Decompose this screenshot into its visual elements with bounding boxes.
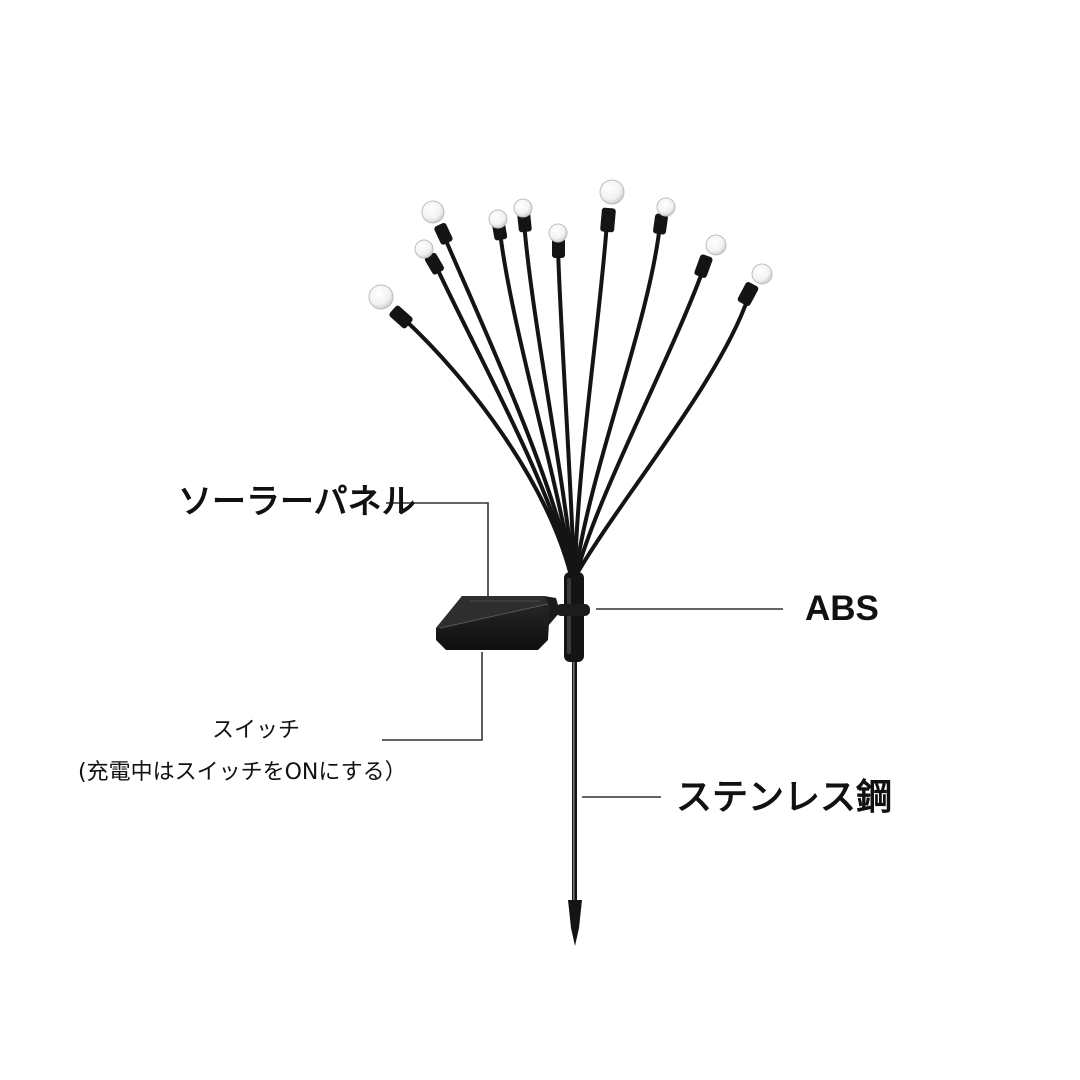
switch-note-label: (充電中はスイッチをONにする） <box>78 760 407 785</box>
wire-stem-9 <box>575 268 705 574</box>
leader-lines <box>382 502 783 798</box>
led-bulb-icon <box>548 223 568 243</box>
wire-stem-5 <box>522 220 575 574</box>
led-bulb-icon <box>751 263 773 285</box>
wire-stem-10 <box>576 296 750 574</box>
led-bulb-icon <box>599 179 625 205</box>
wire-stem-8 <box>574 222 662 574</box>
socket-7 <box>600 207 616 233</box>
socket-6 <box>552 238 565 258</box>
led-bulbs <box>368 179 773 310</box>
wire-stem-1 <box>401 316 572 574</box>
solar-panel-icon <box>436 596 560 650</box>
abs-hub <box>556 572 590 662</box>
leader-switch <box>382 652 483 741</box>
socket-2 <box>424 252 444 275</box>
switch-label: スイッチ <box>212 718 301 743</box>
wire-stem-4 <box>498 230 574 574</box>
wire-stem-2 <box>434 264 573 574</box>
solar-panel-label: ソーラーパネル <box>178 482 416 522</box>
socket-9 <box>694 254 713 278</box>
led-bulb-icon <box>488 209 508 229</box>
socket-10 <box>737 282 759 306</box>
wire-stem-6 <box>556 246 576 574</box>
abs-label: ABS <box>805 589 879 628</box>
led-bulb-icon <box>656 197 676 217</box>
wire-stems <box>401 220 750 574</box>
leader-solar-panel <box>386 502 489 598</box>
wire-stem-7 <box>573 220 609 574</box>
socket-3 <box>434 222 453 245</box>
led-bulb-icon <box>513 198 533 218</box>
stainless-steel-label: ステンレス鋼 <box>676 777 893 818</box>
bulb-sockets <box>389 207 759 329</box>
led-bulb-icon <box>705 234 727 256</box>
led-bulb-icon <box>421 200 445 224</box>
led-bulb-icon <box>368 284 394 310</box>
socket-8 <box>653 213 668 235</box>
socket-1 <box>389 305 413 329</box>
wire-stem-3 <box>442 234 574 574</box>
led-bulb-icon <box>414 239 434 259</box>
stainless-steel-stake <box>568 655 582 946</box>
